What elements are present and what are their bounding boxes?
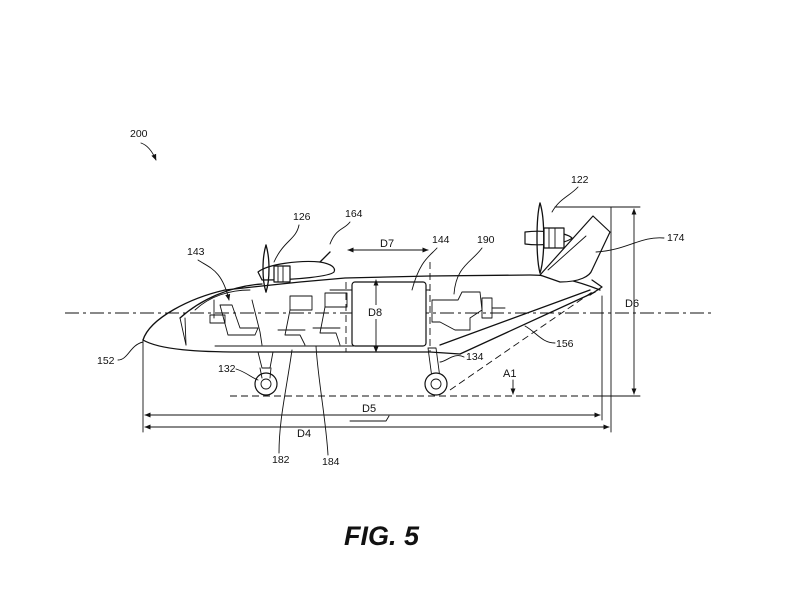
tail-assembly xyxy=(524,202,611,296)
ref-152-label: 152 xyxy=(97,355,115,367)
ref-182-label: 182 xyxy=(272,454,290,466)
rear-landing-gear xyxy=(424,347,448,396)
ref-164-leader xyxy=(329,221,351,245)
ref-200-label: 200 xyxy=(130,128,148,140)
seats xyxy=(219,292,348,346)
ref-143-leader xyxy=(197,259,231,301)
dim-d5-label: D5 xyxy=(362,403,376,415)
dim-d8-bg xyxy=(362,305,388,319)
dim-d5-leader xyxy=(349,415,390,422)
ref-164-label: 164 xyxy=(345,208,363,220)
ref-156-leader xyxy=(524,325,556,344)
ref-182-leader xyxy=(278,349,293,454)
figure-caption: FIG. 5 xyxy=(344,521,420,551)
ref-132-label: 132 xyxy=(218,363,236,375)
ref-144-leader xyxy=(411,247,438,291)
ref-152-leader xyxy=(117,341,144,361)
ref-156-label: 156 xyxy=(556,338,574,350)
ref-190-label: 190 xyxy=(477,234,495,246)
ref-200-arrow xyxy=(140,142,157,161)
ref-126-label: 126 xyxy=(293,211,311,223)
aft-equipment xyxy=(431,291,506,331)
ref-132-leader xyxy=(235,368,259,381)
ref-174-leader xyxy=(595,237,665,253)
cabin-module xyxy=(351,281,427,347)
dim-d8-label: D8 xyxy=(368,307,382,319)
angle-a1-label: A1 xyxy=(503,368,516,380)
dim-d6-label: D6 xyxy=(625,298,639,310)
ref-134-label: 134 xyxy=(466,351,484,363)
ref-122-label: 122 xyxy=(571,174,589,186)
ref-126-leader xyxy=(273,224,300,263)
ref-190-leader xyxy=(453,247,483,295)
ref-134-leader xyxy=(439,355,465,363)
ref-184-leader xyxy=(315,345,329,456)
ref-143-label: 143 xyxy=(187,246,205,258)
front-landing-gear xyxy=(254,351,278,396)
tail-clearance-line xyxy=(449,289,596,391)
dim-d7-label: D7 xyxy=(380,238,394,250)
ref-184-label: 184 xyxy=(322,456,340,468)
ref-174-label: 174 xyxy=(667,232,685,244)
ref-122-leader xyxy=(551,186,579,213)
ref-144-label: 144 xyxy=(432,234,450,246)
dim-d4-label: D4 xyxy=(297,428,311,440)
